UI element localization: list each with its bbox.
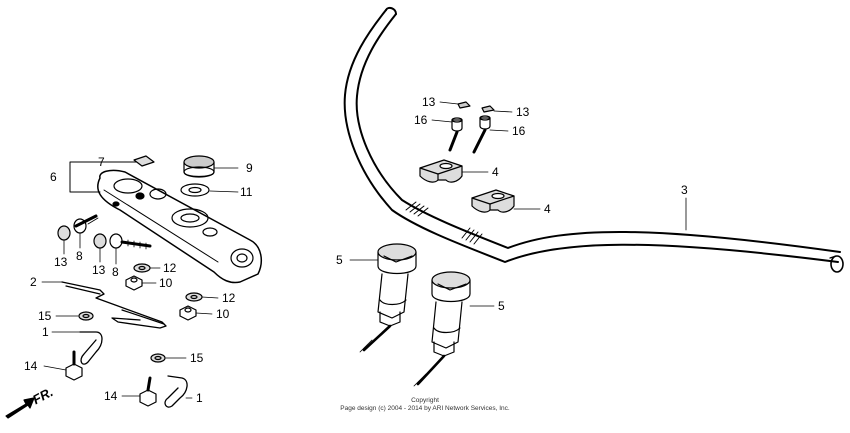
bolt-left-top bbox=[57, 214, 99, 241]
callout-8: 8 bbox=[76, 249, 83, 263]
callout-15: 15 bbox=[38, 309, 52, 323]
callout-9: 9 bbox=[246, 161, 253, 175]
callout-5: 5 bbox=[498, 299, 505, 313]
callout-2: 2 bbox=[30, 275, 37, 289]
cap-nut bbox=[183, 155, 215, 178]
callout-10: 10 bbox=[216, 307, 230, 321]
callout-1: 1 bbox=[42, 325, 49, 339]
callout-7: 7 bbox=[98, 155, 105, 169]
callout-8: 8 bbox=[112, 265, 119, 279]
callout-3: 3 bbox=[681, 183, 688, 197]
lower-holder-2 bbox=[413, 271, 471, 387]
callout-1: 1 bbox=[196, 391, 203, 405]
callout-13: 13 bbox=[516, 105, 530, 119]
callout-16: 16 bbox=[512, 124, 526, 138]
callout-13: 13 bbox=[92, 263, 106, 277]
callout-4: 4 bbox=[492, 165, 499, 179]
upper-holder-2 bbox=[471, 189, 515, 213]
callout-4: 4 bbox=[544, 202, 551, 216]
forward-arrow-icon bbox=[5, 397, 35, 419]
callout-11: 11 bbox=[240, 185, 253, 199]
callout-6: 6 bbox=[50, 170, 57, 184]
callout-13: 13 bbox=[422, 95, 436, 109]
callout-16: 16 bbox=[414, 113, 428, 127]
callout-5: 5 bbox=[336, 253, 343, 267]
callout-13: 13 bbox=[54, 255, 68, 269]
callout-12: 12 bbox=[222, 291, 236, 305]
top-bridge bbox=[97, 169, 263, 284]
callout-12: 12 bbox=[163, 261, 177, 275]
leader-lines bbox=[41, 101, 687, 399]
callout-14: 14 bbox=[104, 389, 118, 403]
bolt-left-bottom bbox=[93, 233, 152, 250]
copyright-title: Copyright bbox=[411, 397, 439, 404]
callout-10: 10 bbox=[159, 276, 173, 290]
lower-holder-1 bbox=[359, 243, 417, 353]
handlebar-pipe bbox=[343, 6, 844, 273]
copyright-notice: Page design (c) 2004 - 2014 by ARI Netwo… bbox=[340, 405, 510, 412]
callout-14: 14 bbox=[24, 359, 38, 373]
callout-15: 15 bbox=[190, 351, 204, 365]
upper-holder-1 bbox=[419, 159, 463, 183]
